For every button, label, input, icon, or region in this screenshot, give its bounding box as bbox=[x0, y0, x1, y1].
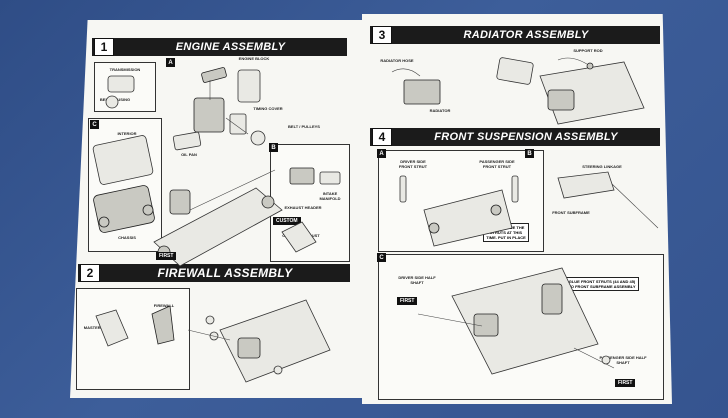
step-2-title: FIREWALL ASSEMBLY bbox=[157, 266, 293, 280]
step-3-banner: 3 RADIATOR ASSEMBLY bbox=[370, 26, 660, 44]
label-oil-pan: OIL PAN bbox=[181, 152, 197, 157]
sub-step-c: C bbox=[90, 120, 99, 129]
label-passenger-strut: PASSENGER SIDE FRONT STRUT bbox=[479, 159, 515, 169]
label-steering-linkage: STEERING LINKAGE bbox=[582, 164, 622, 169]
tag-first-right-2: FIRST bbox=[615, 379, 636, 387]
sub-step-4b: B bbox=[525, 149, 534, 158]
panel-transmission: TRANSMISSION BELL HOUSING bbox=[94, 62, 156, 112]
label-transmission: TRANSMISSION bbox=[109, 67, 141, 72]
step-3-title: RADIATOR ASSEMBLY bbox=[463, 29, 589, 41]
step-3-number: 3 bbox=[372, 26, 392, 44]
step-4-banner: 4 FRONT SUSPENSION ASSEMBLY bbox=[370, 128, 660, 146]
sub-step-a: A bbox=[166, 58, 175, 67]
sub-step-4a: A bbox=[377, 149, 386, 158]
step-4-number: 4 bbox=[372, 128, 392, 146]
sub-step-4c: C bbox=[377, 253, 386, 262]
note-glue: GLUE FRONT STRUTS (44 AND 45) TO FRONT S… bbox=[565, 277, 639, 291]
label-exhaust-header: EXHAUST HEADER bbox=[284, 205, 322, 210]
label-passenger-half-shaft: PASSENGER SIDE HALF SHAFT bbox=[599, 355, 647, 365]
step-1-title: ENGINE ASSEMBLY bbox=[175, 41, 286, 53]
label-front-subframe: FRONT SUBFRAME bbox=[552, 210, 590, 215]
label-intake-manifold: INTAKE MANIFOLD bbox=[319, 191, 341, 201]
suspension-diagram-art bbox=[391, 57, 659, 375]
sub-step-b: B bbox=[269, 143, 278, 152]
label-support-rod: SUPPORT ROD bbox=[573, 48, 603, 53]
step-4-title: FRONT SUSPENSION ASSEMBLY bbox=[434, 131, 618, 143]
label-driver-strut: DRIVER SIDE FRONT STRUT bbox=[398, 159, 428, 169]
label-belt-pulleys: BELT / PULLEYS bbox=[288, 124, 320, 129]
label-radiator: RADIATOR bbox=[429, 108, 451, 113]
step-2-number: 2 bbox=[80, 264, 100, 282]
label-interior: INTERIOR bbox=[117, 131, 137, 136]
label-engine-block: ENGINE BLOCK bbox=[238, 56, 270, 61]
label-timing-cover: TIMING COVER bbox=[253, 106, 283, 111]
label-radiator-hose: RADIATOR HOSE bbox=[380, 58, 414, 63]
label-driver-half-shaft: DRIVER SIDE HALF SHAFT bbox=[398, 275, 436, 285]
step-2-banner: 2 FIREWALL ASSEMBLY bbox=[78, 264, 350, 282]
step-1-number: 1 bbox=[94, 38, 114, 56]
instruction-sheet-left: 1 ENGINE ASSEMBLY TRANSMISSION BELL HOUS… bbox=[70, 20, 363, 398]
engine-diagram-art bbox=[92, 67, 341, 383]
label-firewall: FIREWALL bbox=[153, 303, 175, 308]
tag-first-right-1: FIRST bbox=[397, 297, 418, 305]
tag-custom: CUSTOM bbox=[273, 217, 301, 225]
step-1-banner: 1 ENGINE ASSEMBLY bbox=[92, 38, 347, 56]
instruction-sheet-right: 3 RADIATOR ASSEMBLY RADIATOR HOSE RADIAT… bbox=[362, 14, 672, 404]
tag-first-left: FIRST bbox=[156, 252, 177, 260]
label-chassis: CHASSIS bbox=[118, 235, 136, 240]
